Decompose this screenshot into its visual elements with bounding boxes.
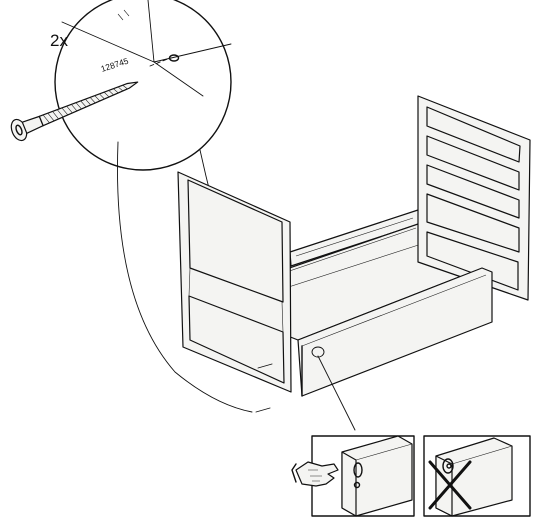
detail-correct <box>311 435 415 517</box>
detail-source-circle <box>311 346 325 358</box>
cam-lock <box>353 462 363 478</box>
screw-marker-top <box>257 363 273 369</box>
screw-guide-line <box>149 57 171 67</box>
screw-marker-bottom <box>255 407 271 413</box>
detail-leader <box>317 355 356 431</box>
cross-mark-icon <box>428 460 472 510</box>
part-number: 128745 <box>100 56 130 74</box>
left-end-frame <box>177 171 292 393</box>
right-end-frame <box>417 95 531 301</box>
detail-incorrect <box>423 435 531 517</box>
hatch-mark <box>117 9 130 21</box>
frame-corner-lines <box>61 0 232 97</box>
pointing-hand-icon <box>291 461 339 487</box>
detail-incorrect-box <box>423 435 531 517</box>
crib-frame <box>177 95 531 413</box>
screw-icon <box>10 81 139 142</box>
callout-leader-left <box>117 141 253 413</box>
zoom-circle <box>54 0 232 171</box>
quantity-label: 2x <box>50 31 68 50</box>
